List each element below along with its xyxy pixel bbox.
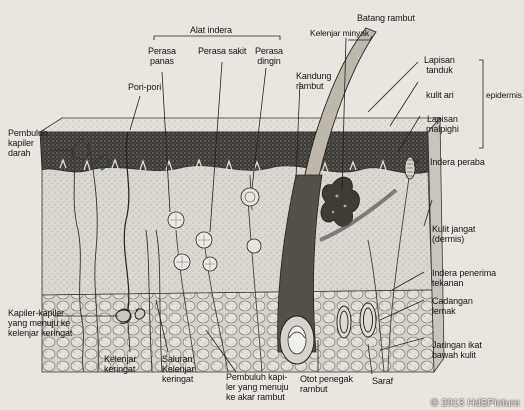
label-alat-indera: Alat indera xyxy=(190,25,232,35)
label-pembuluh-kapiler-darah: Pembuluh kapiler darah xyxy=(8,128,48,158)
skin-block xyxy=(40,118,444,372)
label-kulit-ari: kulit ari xyxy=(426,90,454,100)
label-perasa-sakit: Perasa sakit xyxy=(198,46,246,56)
watermark: © 2013 HdSPicture xyxy=(431,398,520,409)
label-pori-pori: Pori-pori xyxy=(128,82,161,92)
label-otot-penegak-rambut: Otot penegak rambut xyxy=(300,374,353,394)
label-indera-peraba: Indera peraba xyxy=(430,157,485,167)
label-epidermis: epidermis xyxy=(486,90,522,100)
touch-receptor xyxy=(405,157,415,179)
label-lapisan-tanduk: Lapisan tanduk xyxy=(424,55,455,75)
label-cadangan-lemak: Cadangan lemak xyxy=(432,296,473,316)
label-kelenjar-keringat: Kelenjar keringat xyxy=(104,354,136,374)
label-kulit-jangat: Kulit jangat (dermis) xyxy=(432,224,475,244)
label-perasa-dingin: Perasa dingin xyxy=(255,46,283,66)
label-batang-rambut: Batang rambut xyxy=(357,13,415,23)
label-lapisan-malpighi: Lapisan malpighi xyxy=(426,114,459,134)
label-kapiler-kapiler: Kapiler-kapiler yang menuju ke kelenjar … xyxy=(8,308,72,338)
subcutaneous-fat xyxy=(42,290,434,372)
label-kandung-rambut: Kandung rambut xyxy=(296,71,331,91)
label-saraf: Saraf xyxy=(372,376,393,386)
label-pembuluh-kapiler-akar: Pembuluh kapi- ler yang menuju ke akar r… xyxy=(226,372,289,402)
label-saluran-kelenjar-keringat: Saluran Kelenjar keringat xyxy=(162,354,194,384)
label-indera-penerima-tekanan: Indera penerima tekanan xyxy=(432,268,496,288)
label-perasa-panas: Perasa panas xyxy=(148,46,176,66)
label-jaringan-ikat: Jaringan ikat bawah kulit xyxy=(432,340,482,360)
label-kelenjar-minyak: Kelenjar minyak xyxy=(310,28,369,38)
epidermis-band xyxy=(40,132,432,173)
